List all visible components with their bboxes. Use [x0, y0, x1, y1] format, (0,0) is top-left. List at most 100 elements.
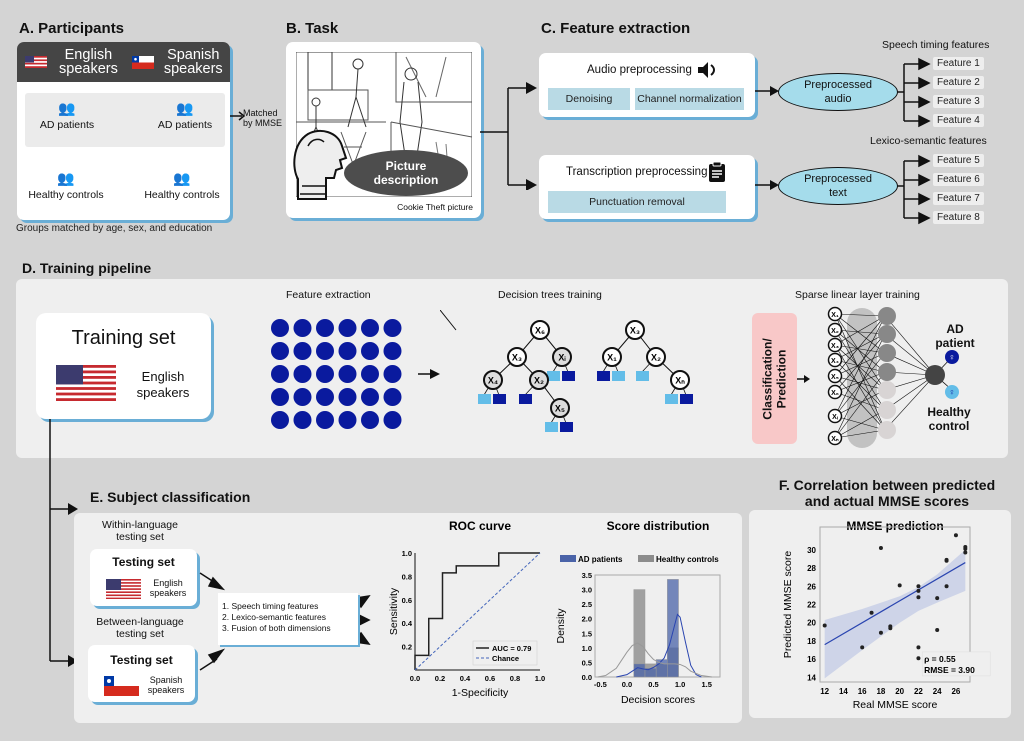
hidden-node: [878, 307, 896, 325]
feature-dot: [316, 411, 334, 429]
y-tick-label: 2.0: [582, 615, 592, 624]
scatter-point: [953, 533, 958, 538]
healthy-control-icon: ♀: [945, 385, 959, 399]
x-tick-label: 1.5: [701, 680, 711, 689]
tree-leaf: [560, 422, 573, 432]
y-tick-label: 14: [807, 673, 816, 682]
step-channel-normalization: Channel normalization: [635, 88, 744, 110]
connection: [834, 313, 886, 431]
feature-6: Feature 6: [933, 173, 984, 186]
feature-dot: [293, 319, 312, 337]
scatter-point: [916, 656, 921, 661]
x-tick-label: 14: [839, 687, 848, 696]
task-caption: Cookie Theft picture: [397, 202, 473, 212]
tree-node-label: Xᵢ: [558, 353, 566, 363]
x-tick-label: 0.0: [410, 674, 420, 683]
tree-node: [530, 320, 550, 340]
y-tick-label: 1.0: [582, 644, 592, 653]
x-tick-label: 24: [933, 687, 942, 696]
x-axis-label: Decision scores: [621, 694, 695, 705]
step-punctuation-removal: Punctuation removal: [548, 191, 726, 213]
legend-swatch: [560, 555, 576, 562]
feature-2: Feature 2: [933, 76, 984, 89]
tree-node: [552, 347, 572, 367]
scatter-point: [897, 583, 902, 588]
connection: [834, 315, 886, 417]
decision-trees-label: Decision trees training: [498, 289, 602, 301]
tree-leaf: [612, 371, 625, 381]
us-flag-icon: [25, 56, 47, 68]
feature-dot: [271, 365, 289, 383]
ad-row: [25, 93, 225, 147]
legend-label: AD patients: [578, 555, 623, 564]
y-tick-label: 0.0: [582, 673, 592, 682]
legend-swatch: [638, 555, 654, 562]
hc-kde-curve: [597, 642, 713, 678]
x-tick-label: 1.0: [535, 674, 545, 683]
connection: [834, 313, 886, 391]
hc-english: 👥 Healthy controls: [19, 170, 113, 201]
feature-dot: [293, 411, 312, 429]
feature-dot: [383, 365, 402, 383]
feature-dot: [361, 411, 379, 429]
people-icon: 👥: [57, 170, 75, 186]
tree-node: [625, 320, 645, 340]
scatter-point: [916, 588, 921, 593]
feature-sets-box: 1. Speech timing features 2. Lexico-sema…: [218, 593, 358, 645]
clipboard-icon: [709, 161, 725, 182]
tree-node-label: X₃: [630, 326, 640, 336]
scatter-point: [944, 584, 949, 589]
hidden-node: [878, 344, 896, 362]
feature-dot: [383, 388, 402, 406]
input-node-label: Xᵢ: [832, 414, 838, 421]
people-icon: 👥: [176, 100, 194, 116]
dist-title: Score distribution: [607, 519, 710, 533]
confidence-band: [824, 549, 966, 679]
section-a-title: A. Participants: [19, 20, 125, 37]
classification-label: Classification/Prediction: [760, 338, 789, 420]
ad-spanish: 👥 AD patients: [145, 100, 225, 131]
speaker-icon: [698, 62, 715, 78]
feature-dot: [271, 319, 289, 337]
scatter-point: [878, 630, 883, 635]
feature-dot: [383, 319, 402, 337]
y-tick-label: 26: [807, 582, 816, 591]
ad-bar: [667, 579, 679, 678]
mmse-title: MMSE prediction: [846, 519, 943, 533]
x-tick-label: 20: [895, 687, 904, 696]
tree-node-label: X₆: [535, 326, 545, 336]
x-tick-label: 0.6: [485, 674, 495, 683]
speech-timing-title: Speech timing features: [882, 39, 990, 51]
tree-node: [670, 370, 690, 390]
hc-spanish: 👥 Healthy controls: [135, 170, 229, 201]
y-tick-label: 1.0: [402, 549, 412, 558]
feature-dot: [383, 342, 402, 360]
audio-preprocessing-card: Audio preprocessing Denoising Channel no…: [539, 53, 755, 117]
input-node: [827, 408, 843, 424]
feature-7: Feature 7: [933, 192, 984, 205]
transcription-preprocessing-card: Transcription preprocessing Punctuation …: [539, 155, 755, 219]
connection: [834, 375, 886, 391]
training-set-title: Training set: [71, 327, 176, 349]
tree-leaf: [519, 394, 532, 404]
connection: [834, 371, 886, 439]
input-node-label: X₁: [831, 312, 839, 319]
connection: [834, 344, 886, 431]
connection: [834, 371, 886, 393]
connection: [834, 429, 886, 439]
roc-curve: [414, 552, 540, 670]
ad-patient-icon: ♀: [945, 350, 959, 364]
x-tick-label: 22: [914, 687, 923, 696]
feature-set-2: 2. Lexico-semantic features: [222, 612, 326, 622]
regression-line: [824, 562, 966, 646]
